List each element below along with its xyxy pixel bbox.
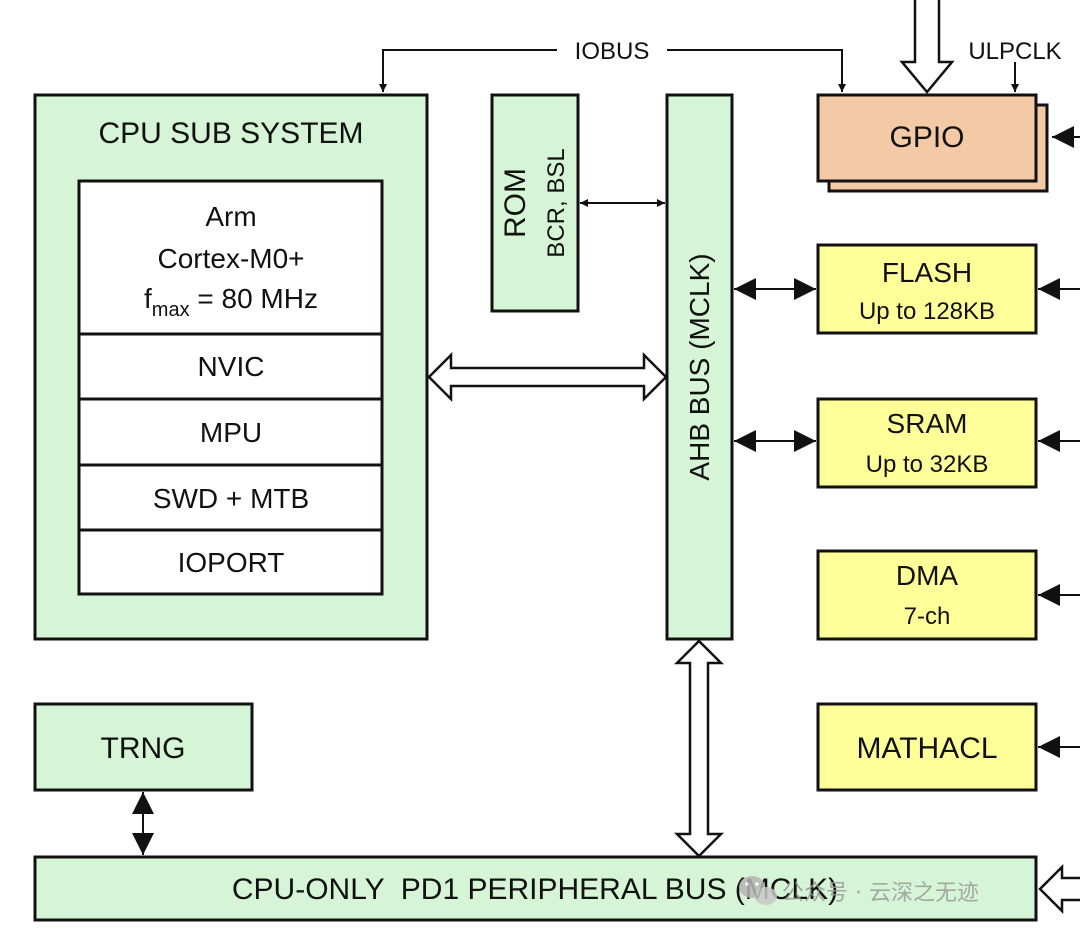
gpio-top-input-arrow: [899, 0, 955, 94]
iobus-label: IOBUS: [575, 38, 650, 65]
rom-title: ROM: [499, 168, 532, 238]
sram-sub: Up to 32KB: [866, 451, 989, 478]
gpio-block: GPIO: [816, 93, 1049, 193]
mathacl-title: MATHACL: [856, 732, 997, 765]
watermark-text: 公众号 · 云深之无迹: [782, 881, 979, 906]
trng-block: TRNG: [33, 702, 254, 792]
watermark: 公众号 · 云深之无迹: [739, 876, 979, 906]
cpu-subsystem-block: CPU SUB SYSTEM Arm Cortex-M0+ fmax = 80 …: [33, 93, 429, 641]
ioport-label: IOPORT: [178, 547, 285, 578]
ahb-bus-label: AHB BUS (MCLK): [684, 253, 715, 480]
ulpclk-connection: ULPCLK: [968, 38, 1062, 92]
rom-block: ROM BCR, BSL: [490, 93, 580, 313]
dma-block: DMA 7-ch: [816, 549, 1038, 641]
sram-title: SRAM: [887, 408, 968, 439]
mpu-label: MPU: [200, 417, 262, 448]
pd1-peripheral-bus-block: CPU-ONLY PD1 PERIPHERAL BUS (MCLK): [33, 855, 1038, 922]
dma-sub: 7-ch: [904, 603, 951, 630]
cpu-ahb-fat-arrow: [427, 351, 668, 403]
core-name-line2: Cortex-M0+: [157, 243, 304, 274]
rom-sub: BCR, BSL: [543, 148, 570, 257]
pd1-bus-label: CPU-ONLY PD1 PERIPHERAL BUS (MCLK): [232, 873, 838, 906]
dma-title: DMA: [896, 560, 959, 591]
flash-block: FLASH Up to 128KB: [816, 243, 1038, 335]
swd-mtb-label: SWD + MTB: [153, 483, 309, 514]
core-fmax: fmax = 80 MHz: [144, 283, 318, 321]
mathacl-block: MATHACL: [816, 702, 1038, 792]
trng-title: TRNG: [101, 732, 186, 765]
ulpclk-label: ULPCLK: [968, 38, 1061, 65]
core-name-line1: Arm: [205, 201, 256, 232]
gpio-title: GPIO: [889, 121, 964, 154]
cpu-subsystem-title: CPU SUB SYSTEM: [98, 117, 363, 150]
nvic-label: NVIC: [198, 351, 265, 382]
sram-block: SRAM Up to 32KB: [816, 397, 1038, 489]
ahb-bus-block: AHB BUS (MCLK): [665, 93, 734, 641]
ahb-pd1-fat-arrow: [673, 639, 725, 858]
iobus-connection: IOBUS: [379, 38, 846, 92]
flash-title: FLASH: [882, 257, 972, 288]
wechat-icon: [739, 876, 777, 905]
flash-sub: Up to 128KB: [859, 298, 995, 325]
pd1-right-fat-arrow: [1038, 863, 1080, 915]
